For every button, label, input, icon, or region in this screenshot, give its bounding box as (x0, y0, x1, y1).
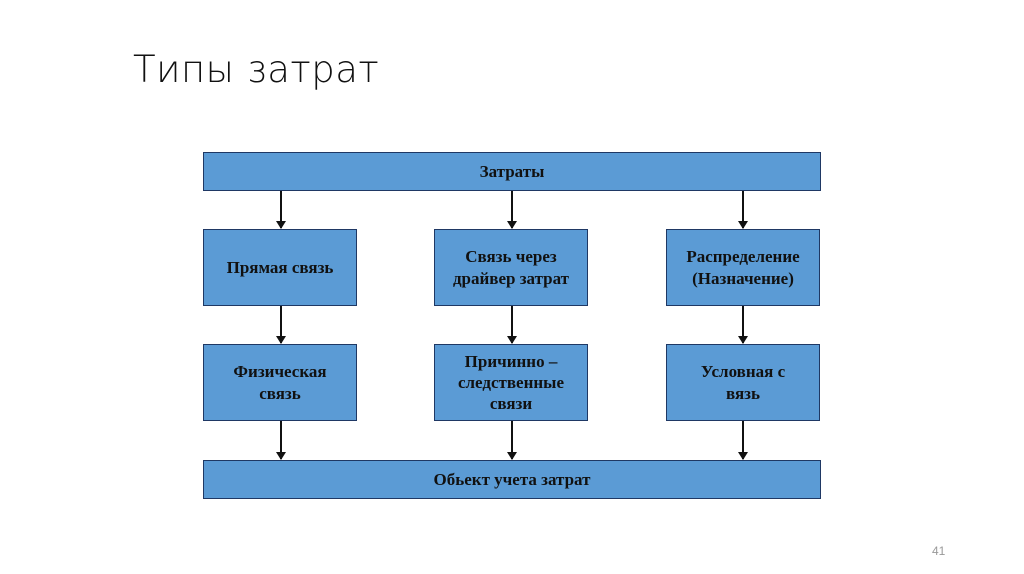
node-physical-link-label: Физическая связь (233, 362, 327, 403)
arrow-allocation-to-conditional (738, 306, 748, 344)
node-costs: Затраты (203, 152, 821, 191)
node-causal-link: Причинно – следственные связи (434, 344, 588, 421)
arrow-driver-to-causal (507, 306, 517, 344)
node-direct-link-label: Прямая связь (226, 257, 334, 277)
arrow-conditional-to-object (738, 421, 748, 460)
arrow-direct-to-physical (276, 306, 286, 344)
node-conditional-link-label: Условная с вязь (700, 362, 786, 403)
arrow-costs-to-driver (507, 191, 517, 229)
node-cost-object-label: Обьект учета затрат (433, 469, 591, 489)
arrow-physical-to-object (276, 421, 286, 460)
node-allocation-label: Распределение (Назначение) (686, 247, 800, 288)
page-number: 41 (932, 544, 946, 558)
node-cost-object: Обьект учета затрат (203, 460, 821, 499)
slide-title: Типы затрат (133, 48, 380, 91)
node-driver-link-label: Связь через драйвер затрат (452, 247, 570, 288)
node-allocation: Распределение (Назначение) (666, 229, 820, 306)
node-driver-link: Связь через драйвер затрат (434, 229, 588, 306)
node-physical-link: Физическая связь (203, 344, 357, 421)
node-costs-label: Затраты (479, 161, 545, 181)
arrow-costs-to-allocation (738, 191, 748, 229)
node-conditional-link: Условная с вязь (666, 344, 820, 421)
arrow-causal-to-object (507, 421, 517, 460)
node-causal-link-label: Причинно – следственные связи (457, 351, 565, 414)
arrow-costs-to-direct (276, 191, 286, 229)
node-direct-link: Прямая связь (203, 229, 357, 306)
